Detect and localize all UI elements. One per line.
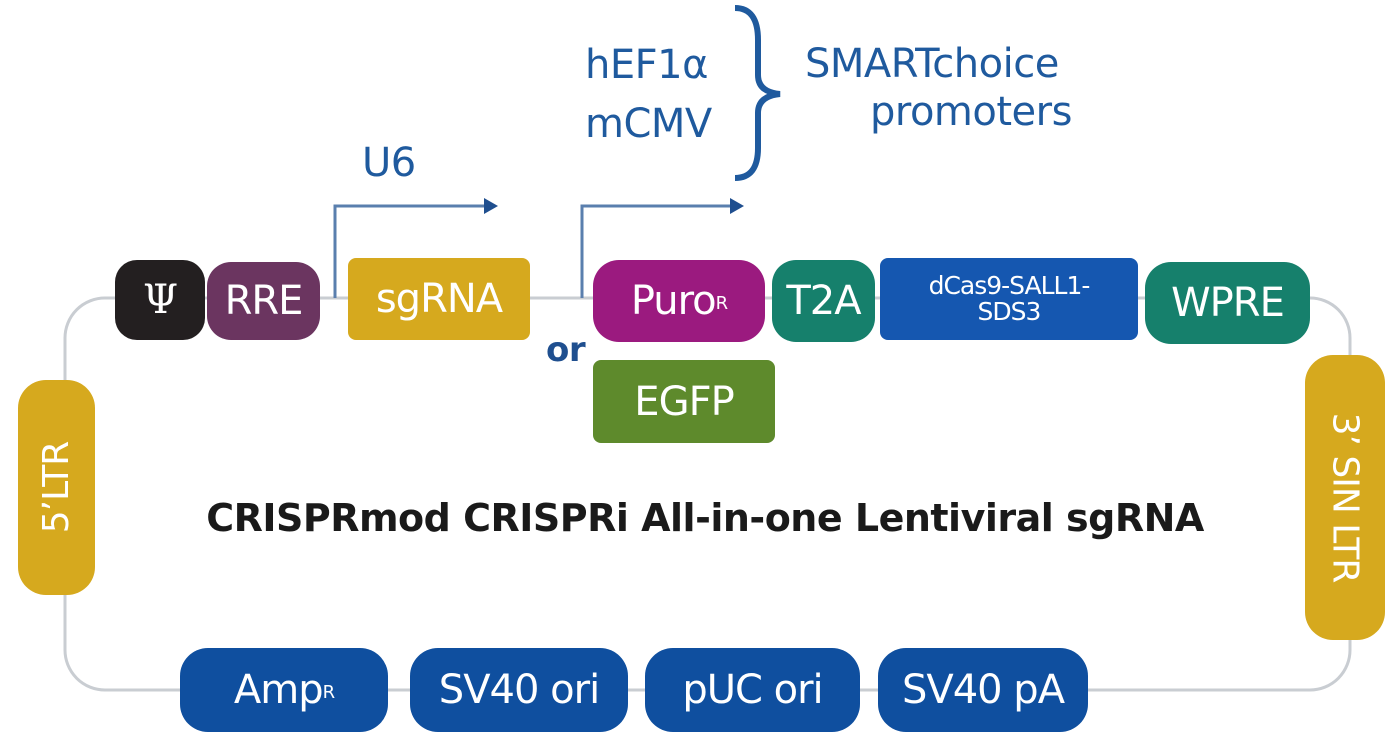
- promoters-label: promoters: [870, 89, 1072, 135]
- amp-label: Amp: [233, 667, 324, 713]
- puro-superscript: R: [715, 292, 728, 314]
- plasmid-backbone-line: [63, 296, 1352, 692]
- mcmv-label: mCMV: [585, 101, 712, 147]
- u6-promoter-arrow: [333, 204, 484, 298]
- sv40-ori-element: SV40 ori: [410, 648, 628, 732]
- smartchoice-promoter-arrow: [580, 204, 730, 298]
- promoter-brace: [734, 5, 781, 181]
- u6-arrowhead: [484, 198, 498, 214]
- smartchoice-arrowhead: [730, 198, 744, 214]
- sv40-pa-element: SV40 pA: [878, 648, 1088, 732]
- egfp-element: EGFP: [593, 360, 775, 443]
- sgrna-element: sgRNA: [348, 258, 530, 340]
- t2a-element: T2A: [772, 260, 875, 342]
- or-label: or: [546, 330, 586, 370]
- rre-element: RRE: [207, 262, 320, 340]
- dcas9-label-line1: dCas9-SALL1-: [928, 270, 1091, 300]
- dcas9-label-line2: SDS3: [977, 297, 1042, 326]
- amp-superscript: R: [322, 681, 335, 703]
- 5-ltr-element: 5’LTR: [18, 380, 95, 595]
- puc-ori-element: pUC ori: [645, 648, 860, 732]
- wpre-element: WPRE: [1145, 262, 1310, 344]
- vector-title: CRISPRmod CRISPRi All-in-one Lentiviral …: [206, 496, 1204, 540]
- psi-packaging-signal: Ψ: [115, 260, 205, 340]
- puro-label: Puro: [630, 278, 717, 324]
- 3-sin-ltr-element: 3’ SIN LTR: [1305, 355, 1385, 640]
- u6-label: U6: [362, 140, 416, 186]
- hef1a-label: hEF1α: [585, 42, 708, 88]
- smartchoice-label: SMARTchoice: [805, 41, 1059, 87]
- dcas9-sall1-sds3-element: dCas9-SALL1- SDS3: [880, 258, 1138, 340]
